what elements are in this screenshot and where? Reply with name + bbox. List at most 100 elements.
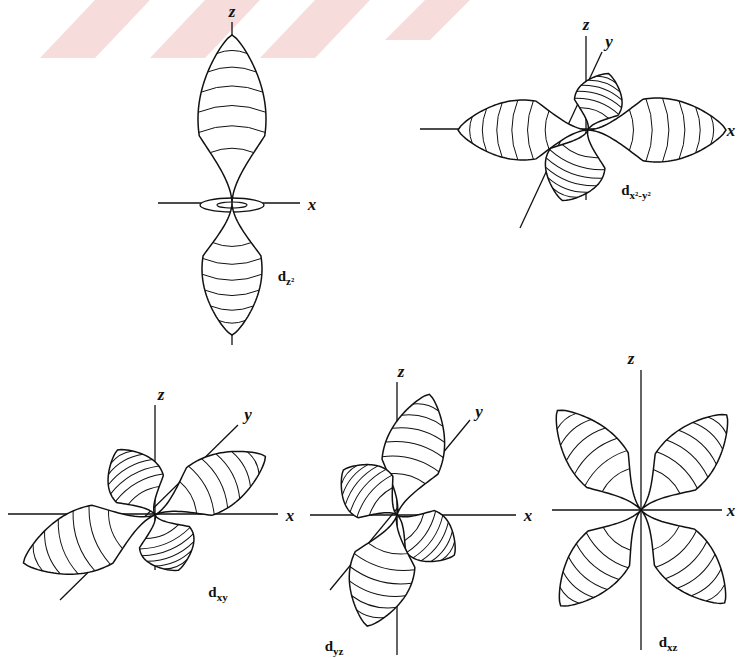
watermark-band xyxy=(40,0,150,58)
lobe-contour xyxy=(544,167,597,191)
orbital-label: dx²-y² xyxy=(621,183,651,198)
orbital-label: dxz xyxy=(659,635,678,650)
axis-line xyxy=(552,509,722,510)
lobe-contour xyxy=(367,485,393,515)
lobe-outline xyxy=(620,491,741,621)
lobe-contour xyxy=(546,178,588,197)
lobe-outline xyxy=(534,120,616,211)
orbital-lobe xyxy=(12,485,165,593)
lobe-contour xyxy=(563,424,605,460)
lobe-contour xyxy=(341,463,377,505)
watermark-band xyxy=(260,0,370,58)
lobe-contour xyxy=(189,464,219,515)
axis-label: x xyxy=(286,507,295,524)
axis-label: z xyxy=(158,386,165,403)
orbital-lobe xyxy=(202,203,262,335)
lobe-contour xyxy=(202,274,262,280)
lobe-contour xyxy=(528,101,534,160)
lobe-contour xyxy=(201,86,263,92)
lobe-contour xyxy=(565,557,607,593)
lobe-outline xyxy=(12,485,165,593)
lobe-contour xyxy=(441,541,456,561)
lobe-contour xyxy=(105,510,123,550)
lobe-outline xyxy=(588,98,726,162)
lobe-contour xyxy=(219,320,246,323)
lobe-contour xyxy=(556,411,577,429)
axis-label: x xyxy=(727,502,736,519)
watermark xyxy=(40,0,470,58)
lobe-contour xyxy=(216,451,244,498)
axis-label: y xyxy=(475,403,483,420)
axis-label: x xyxy=(524,507,533,524)
lobe-contour xyxy=(346,466,386,512)
lobe-contour xyxy=(339,462,368,495)
lobe-outline xyxy=(202,203,262,335)
lobe-contour xyxy=(83,506,110,567)
lobe-contour xyxy=(561,145,598,162)
axis-label: y xyxy=(244,406,252,423)
lobe-contour xyxy=(657,448,701,489)
lobe-contour xyxy=(164,559,188,571)
lobe-contour xyxy=(646,99,652,161)
lobe-outline xyxy=(198,35,266,203)
lobe-contour xyxy=(30,544,42,572)
orbital-label: dyz xyxy=(325,639,344,654)
lobe-contour xyxy=(203,258,262,264)
orbital-lobe xyxy=(620,491,741,621)
axis-label: x xyxy=(727,122,736,139)
lobe-contour xyxy=(548,150,605,176)
lobe-contour xyxy=(629,110,633,151)
lobe-contour xyxy=(386,436,445,457)
lobe-contour xyxy=(247,451,261,474)
lobe-contour xyxy=(339,464,357,485)
lobe-contour xyxy=(667,436,712,477)
lobe-contour xyxy=(663,98,669,162)
lobe-contour xyxy=(348,581,405,602)
lobe-contour xyxy=(653,526,682,553)
lobe-outline xyxy=(336,507,428,635)
lobe-contour xyxy=(571,434,617,474)
lobe-contour xyxy=(665,542,710,583)
lobe-contour xyxy=(679,426,720,464)
lobe-contour xyxy=(356,610,384,620)
lobe-contour xyxy=(706,584,726,602)
axis-label: z xyxy=(628,350,635,367)
watermark-band xyxy=(385,0,470,40)
lobe-contour xyxy=(573,544,619,584)
lobe-contour xyxy=(388,470,426,484)
orbital-figure xyxy=(158,22,300,345)
lobe-contour xyxy=(560,572,593,601)
orbital-lobe xyxy=(129,504,204,581)
lobe-contour xyxy=(482,109,486,152)
lobe-contour xyxy=(382,451,440,472)
lobe-contour xyxy=(208,67,257,72)
lobe-contour xyxy=(155,550,193,569)
lobe-contour xyxy=(113,469,163,501)
orbital-lobe xyxy=(336,507,428,635)
lobe-outline xyxy=(129,504,204,581)
lobe-contour xyxy=(512,100,518,160)
orbital-figure xyxy=(310,382,516,655)
lobe-contour xyxy=(351,596,396,612)
axis-label: z xyxy=(583,16,590,33)
orbital-label: dz² xyxy=(278,269,295,284)
lobe-contour xyxy=(353,554,415,576)
orbital-lobe xyxy=(588,98,726,162)
lobe-contour xyxy=(217,50,247,53)
axis-line xyxy=(8,513,278,514)
lobe-contour xyxy=(581,446,626,485)
lobe-contour xyxy=(199,126,265,133)
lobe-contour xyxy=(210,148,254,152)
lobe-contour xyxy=(413,402,439,411)
lobe-contour xyxy=(402,411,444,426)
lobe-contour xyxy=(583,533,628,572)
lobe-contour xyxy=(588,77,621,92)
lobe-contour xyxy=(198,106,266,113)
lobe-outline xyxy=(620,396,741,529)
lobe-contour xyxy=(601,527,631,553)
lobe-contour xyxy=(581,81,623,100)
lobe-contour xyxy=(110,449,133,464)
